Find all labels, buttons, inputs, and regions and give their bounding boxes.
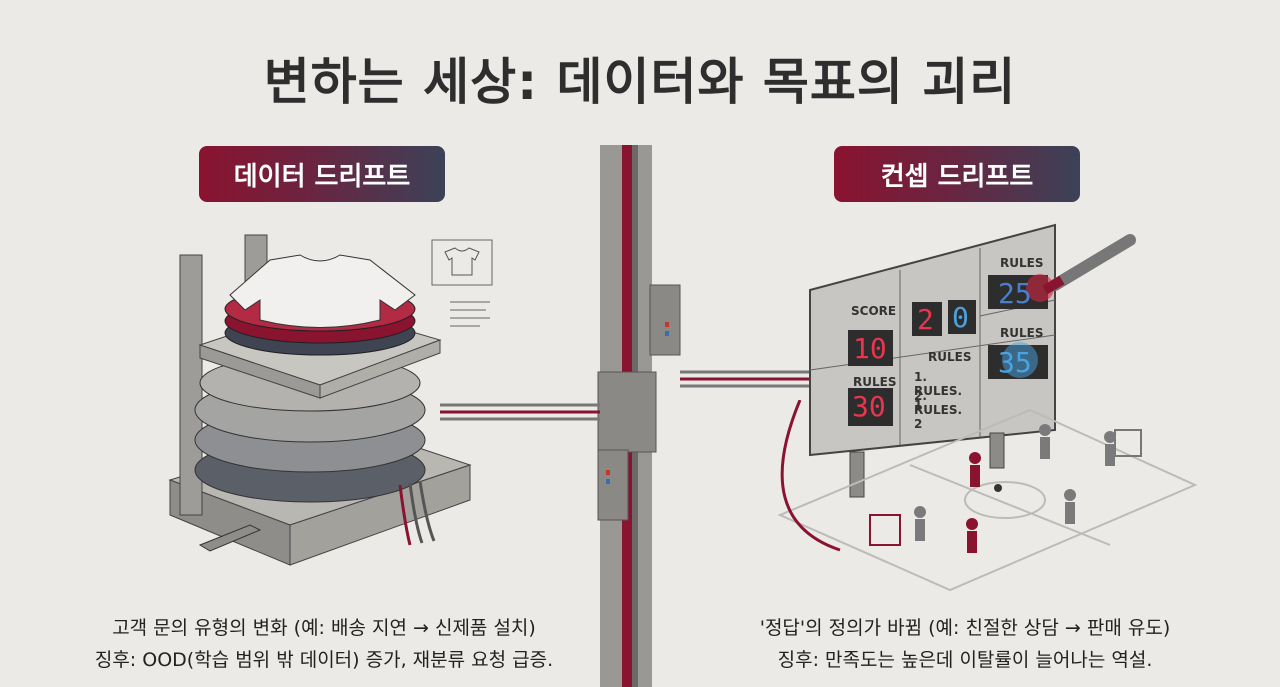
rules-value-bottom-right: 35 (998, 346, 1032, 379)
concept-drift-badge: 컨셉 드리프트 (834, 146, 1080, 202)
rules-label-bottom-right: RULES (1000, 326, 1044, 340)
concept-drift-caption-line2: 징후: 만족도는 높은데 이탈률이 늘어나는 역설. (777, 649, 1153, 671)
data-drift-caption: 고객 문의 유형의 변화 (예: 배송 지연 → 신제품 설치) 징후: OOD… (44, 612, 604, 676)
rules-label-top: RULES (1000, 256, 1044, 270)
rules-value-bottom-left: 30 (852, 390, 886, 423)
rules-label-mid: RULES (928, 350, 972, 364)
match-left-value: 2 (917, 303, 934, 336)
data-drift-caption-line1: 고객 문의 유형의 변화 (예: 배송 지연 → 신제품 설치) (112, 617, 536, 639)
data-drift-caption-line2: 징후: OOD(학습 범위 밖 데이터) 증가, 재분류 요청 급증. (94, 649, 554, 671)
rules-list-2: 2. RULES. 2 (914, 389, 963, 431)
clothing-stack-illustration (168, 234, 472, 566)
rules-value-top: 25 (998, 277, 1032, 310)
rules-label-bottom-left: RULES (853, 375, 897, 389)
rules-list-1: 1. RULES. 1 (914, 370, 963, 412)
soccer-field-illustration (777, 400, 1198, 592)
match-right-value: 0 (952, 301, 969, 334)
score-label: SCORE (851, 304, 897, 318)
data-drift-badge: 데이터 드리프트 (199, 146, 445, 202)
scoreboard-illustration (809, 223, 1136, 498)
concept-drift-caption: '정답'의 정의가 바뀜 (예: 친절한 상담 → 판매 유도) 징후: 만족도… (685, 612, 1245, 676)
score-value: 10 (853, 332, 887, 365)
page-title: 변하는 세상: 데이터와 목표의 괴리 (263, 53, 1017, 111)
concept-drift-caption-line1: '정답'의 정의가 바뀜 (예: 친절한 상담 → 판매 유도) (759, 617, 1171, 639)
blueprint-annotation (431, 239, 493, 327)
